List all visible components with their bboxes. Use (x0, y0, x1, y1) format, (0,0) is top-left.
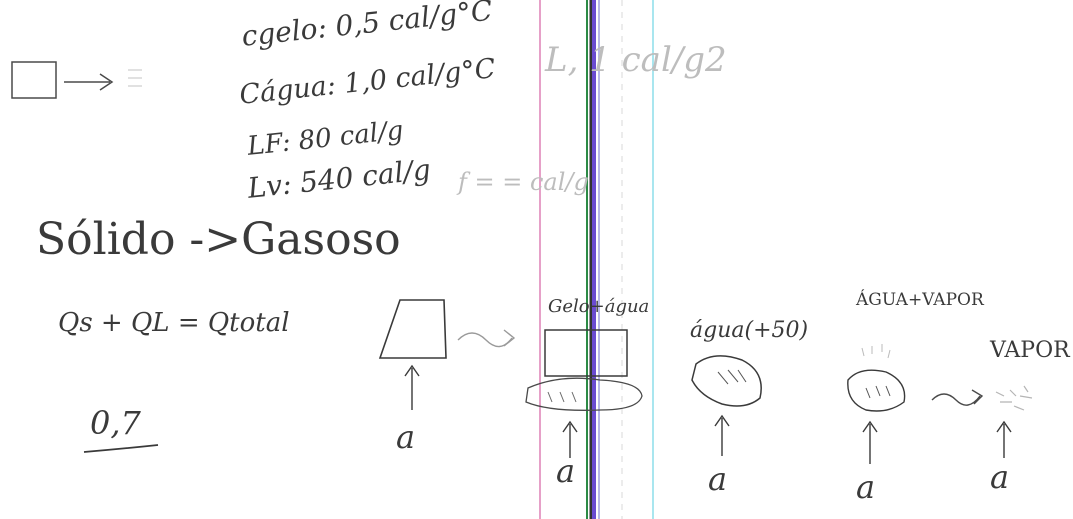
ghost-text-top: L, 1 cal/g2 (545, 40, 727, 80)
up-arrow-icon (404, 364, 420, 410)
up-arrow-icon (862, 420, 878, 464)
up-arrows (404, 364, 1012, 464)
arrow-label-a-3: a (708, 460, 728, 498)
water-hatch-icon (717, 369, 747, 385)
water-blob-sketch (691, 355, 762, 407)
answer-value: 0,7 (90, 404, 141, 442)
arrow-label-a-4: a (856, 468, 876, 506)
title-solido-gasoso: Sólido ->Gasoso (36, 214, 401, 265)
arrow-right-icon (64, 73, 114, 91)
ice-water-container-sketch (544, 329, 628, 377)
water-vapor-blob-sketch (847, 369, 906, 412)
arrow-label-a-5: a (990, 458, 1010, 496)
label-agua-vapor: ÁGUA+VAPOR (856, 290, 984, 310)
wave-arrow-icon (931, 389, 984, 406)
solid-block-sketch (378, 299, 447, 359)
small-box-sketch (11, 61, 57, 99)
up-arrow-icon (714, 414, 730, 456)
arrow-label-a-2: a (556, 452, 576, 490)
melting-ice-sketch (525, 377, 643, 411)
label-agua: água(+50) (690, 318, 809, 343)
ghost-text-mid: f = = cal/g (458, 168, 589, 196)
up-arrow-icon (562, 420, 578, 458)
squiggle-arrow-icon (457, 329, 516, 348)
steam-marks-icon (861, 344, 891, 359)
label-gelo-agua: Gelo+água (548, 296, 650, 317)
up-arrow-icon (996, 420, 1012, 458)
label-vapor: VAPOR (990, 338, 1070, 363)
vapor-hatch-icon (865, 385, 891, 399)
ice-hatch-icon (547, 391, 577, 403)
faint-marks-icon (128, 69, 142, 87)
vapor-sketch (995, 385, 1033, 411)
equation-q-total: Qs + QL = Qtotal (58, 308, 290, 338)
arrow-label-a-1: a (396, 418, 416, 456)
